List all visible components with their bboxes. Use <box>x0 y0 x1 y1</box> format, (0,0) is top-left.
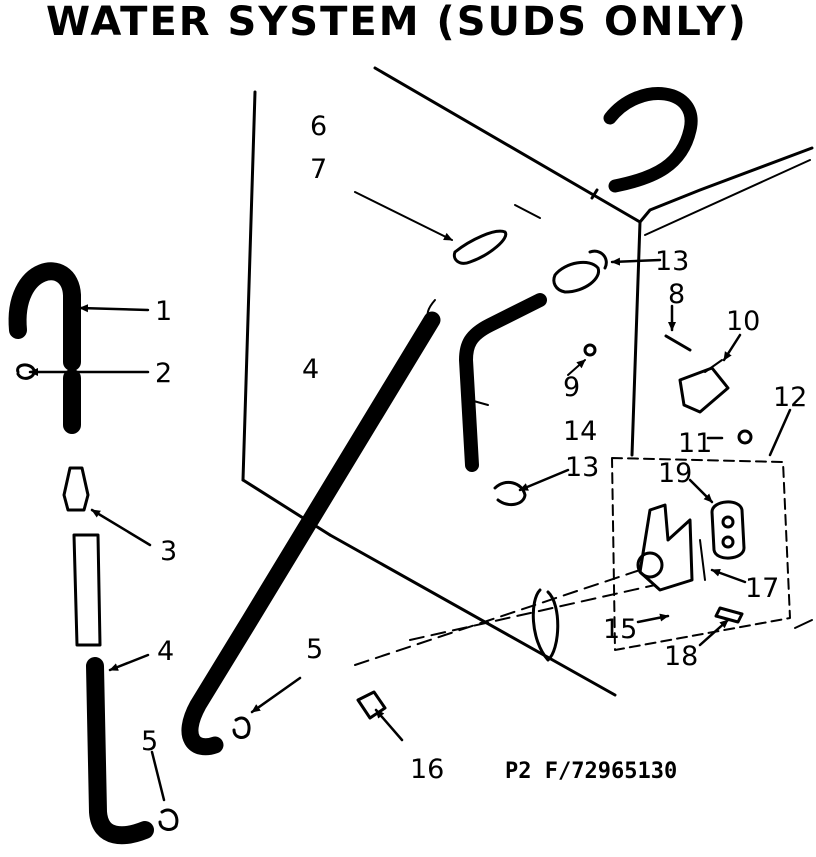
clamp-part-5-right <box>232 716 251 739</box>
valve-assembly <box>636 503 706 592</box>
top-hose-hook <box>590 87 698 200</box>
callout-8: 8 <box>668 279 685 310</box>
part-code: P2 F/72965130 <box>505 759 677 784</box>
valve-pipe-path <box>354 569 656 666</box>
clamp-part-13-mid <box>493 480 527 507</box>
washer-part-9 <box>583 343 597 357</box>
callout-5-right: 5 <box>306 634 323 665</box>
plate-part-19 <box>710 500 746 560</box>
callout-17: 17 <box>745 573 779 604</box>
switch-part-10 <box>678 359 730 414</box>
callout-5-left: 5 <box>141 726 158 757</box>
callout-4-main: 4 <box>302 354 319 385</box>
callout-12: 12 <box>773 382 807 413</box>
callout-1: 1 <box>155 296 172 327</box>
inner-hose-part-14 <box>459 293 547 472</box>
nozzle-part-16 <box>356 690 387 720</box>
callout-4-left: 4 <box>157 636 174 667</box>
hose-part-4-left <box>72 533 154 845</box>
hook-hose-part-1 <box>8 262 81 434</box>
screw-part-18 <box>714 606 744 624</box>
callout-14: 14 <box>563 416 597 447</box>
callout-19: 19 <box>658 458 692 489</box>
fitting-part-3 <box>62 466 90 512</box>
diagram-title: WATER SYSTEM (SUDS ONLY) <box>46 0 748 45</box>
leader-lines <box>28 191 792 802</box>
clamp-part-13-top <box>552 249 608 294</box>
callout-3: 3 <box>160 536 177 567</box>
callout-9: 9 <box>563 372 580 403</box>
callout-15: 15 <box>603 614 637 645</box>
callout-6: 6 <box>310 111 327 142</box>
callout-7: 7 <box>310 154 327 185</box>
fitting-part-6-7 <box>452 204 541 265</box>
washer-part-11 <box>737 429 753 445</box>
clamp-part-5-left <box>158 808 179 831</box>
callout-18: 18 <box>664 641 698 672</box>
callout-10: 10 <box>726 306 760 337</box>
main-drain-hose <box>181 299 441 756</box>
mounting-plate-outline <box>611 457 791 651</box>
callout-13-top: 13 <box>655 246 689 277</box>
pin-part-8 <box>664 334 692 352</box>
callout-16: 16 <box>410 754 444 785</box>
callout-11: 11 <box>678 428 712 459</box>
callout-13-mid: 13 <box>565 452 599 483</box>
callout-2: 2 <box>155 358 172 389</box>
cabinet-outline <box>241 66 814 697</box>
